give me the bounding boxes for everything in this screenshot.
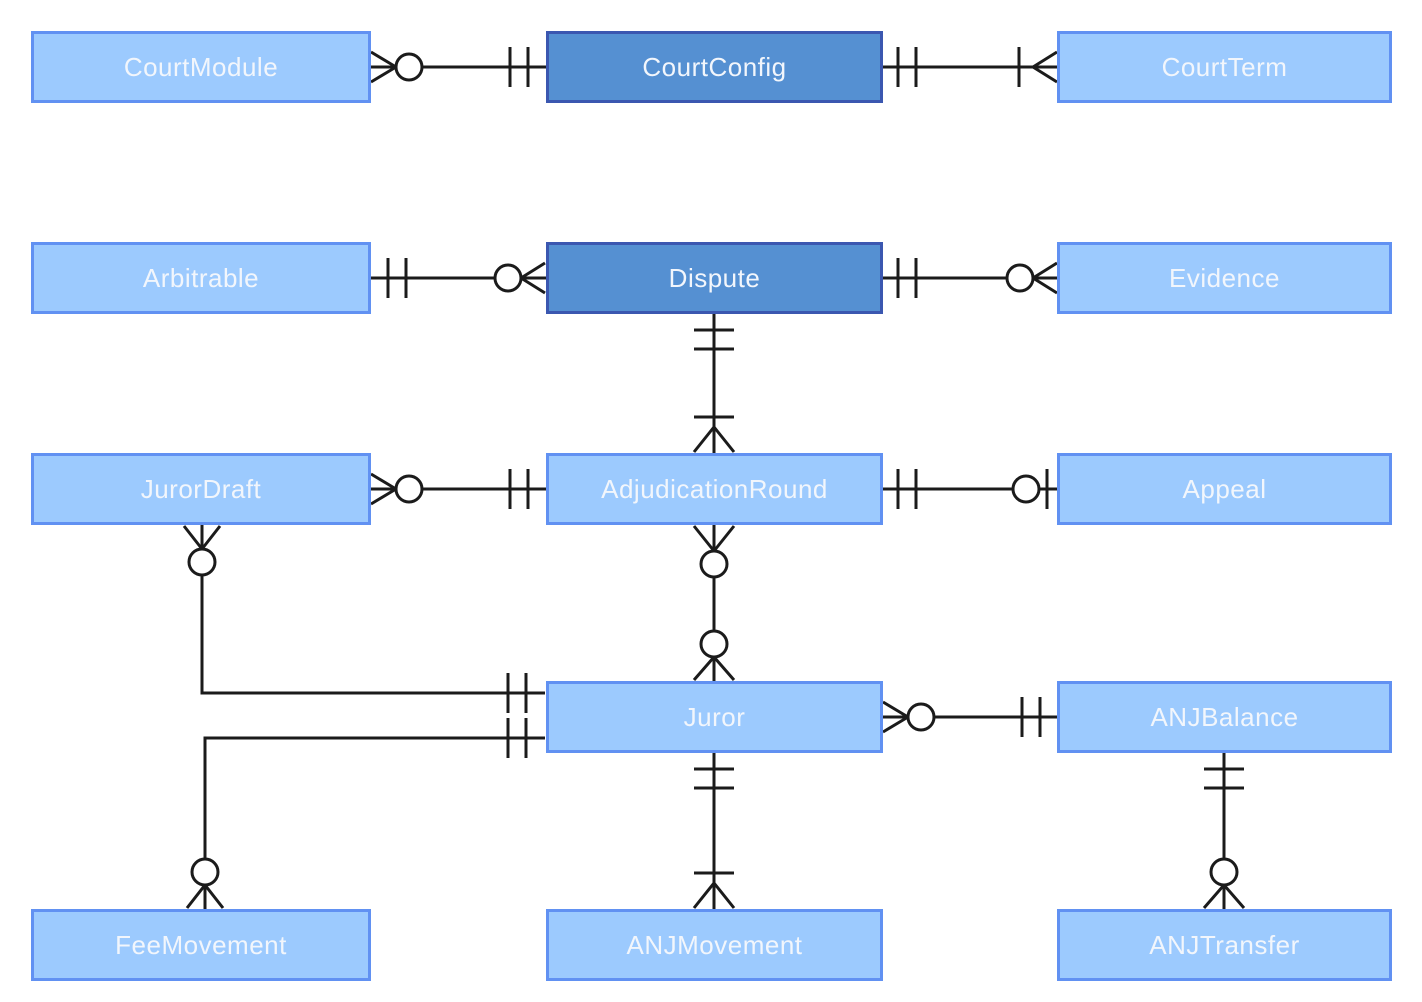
entity-juror-draft: JurorDraft <box>31 453 371 525</box>
entity-label: Evidence <box>1169 262 1280 293</box>
entity-adjudication-round: AdjudicationRound <box>546 453 883 525</box>
entity-label: ANJTransfer <box>1149 929 1300 960</box>
entity-anj-transfer: ANJTransfer <box>1057 909 1392 981</box>
entity-label: ANJBalance <box>1150 701 1299 732</box>
entity-arbitrable: Arbitrable <box>31 242 371 314</box>
entity-fee-movement: FeeMovement <box>31 909 371 981</box>
entity-label: AdjudicationRound <box>601 473 828 504</box>
entity-label: Arbitrable <box>142 262 260 293</box>
relationship-anjbalance-anjtransfer <box>1202 753 1246 909</box>
entity-anj-balance: ANJBalance <box>1057 681 1392 753</box>
relationship-juror-anjmovement <box>692 753 736 909</box>
entity-anj-movement: ANJMovement <box>546 909 883 981</box>
entity-label: CourtConfig <box>642 51 787 82</box>
entity-court-term: CourtTerm <box>1057 31 1392 103</box>
entity-evidence: Evidence <box>1057 242 1392 314</box>
entity-label: Dispute <box>668 262 761 293</box>
relationship-juror-anjbalance <box>882 697 1057 737</box>
relationship-juror-feemovement <box>185 718 545 909</box>
entity-juror: Juror <box>546 681 883 753</box>
entity-appeal: Appeal <box>1057 453 1392 525</box>
entity-court-module: CourtModule <box>31 31 371 103</box>
entity-label: CourtModule <box>123 51 279 82</box>
entity-dispute: Dispute <box>546 242 883 314</box>
relationship-adjudicationround-appeal <box>883 469 1057 509</box>
relationship-jurordraft-juror <box>182 525 545 713</box>
relationship-adjudicationround-juror <box>692 525 736 681</box>
relationship-courtconfig-courtterm <box>883 47 1058 87</box>
entity-court-config: CourtConfig <box>546 31 883 103</box>
relationship-dispute-evidence <box>883 258 1058 298</box>
relationship-jurordraft-adjudicationround <box>370 469 546 509</box>
entity-label: JurorDraft <box>140 473 262 504</box>
entity-label: CourtTerm <box>1161 51 1288 82</box>
entity-label: Juror <box>683 701 746 732</box>
entity-label: FeeMovement <box>115 929 287 960</box>
relationship-arbitrable-dispute <box>371 258 546 298</box>
relationship-courtmodule-courtconfig <box>370 47 546 87</box>
relationship-dispute-adjudicationround <box>692 314 736 453</box>
entity-label: ANJMovement <box>626 929 803 960</box>
entity-label: Appeal <box>1182 473 1267 504</box>
